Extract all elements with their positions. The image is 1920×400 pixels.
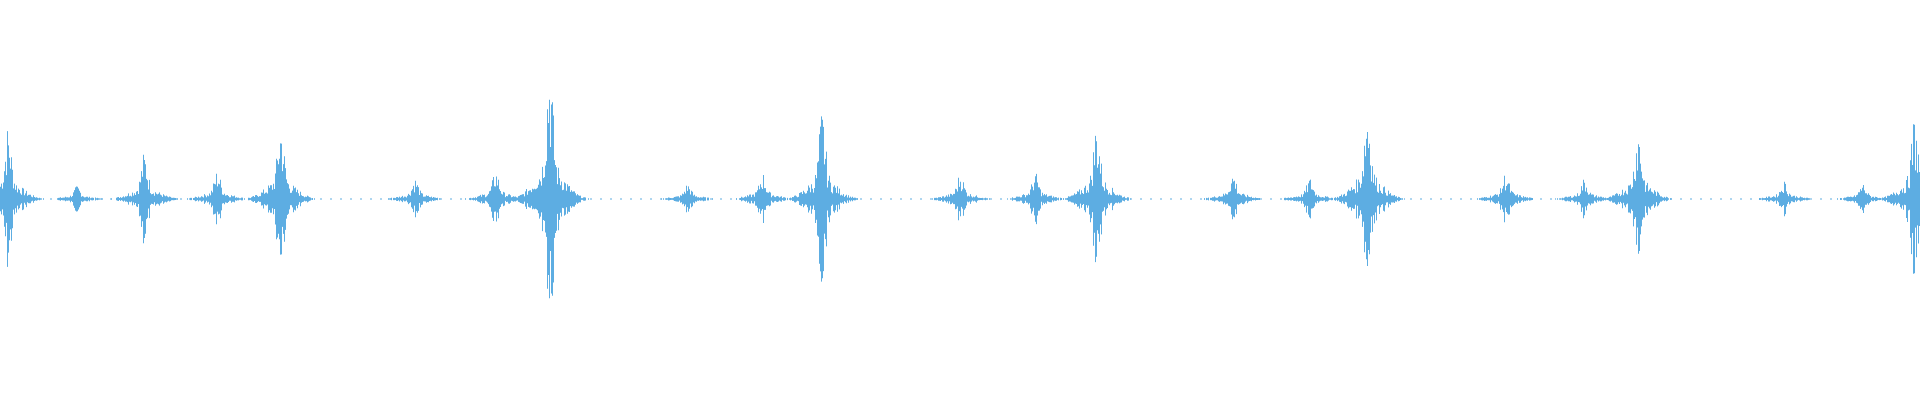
waveform-path [0,99,1920,299]
waveform-samples [0,99,1920,299]
